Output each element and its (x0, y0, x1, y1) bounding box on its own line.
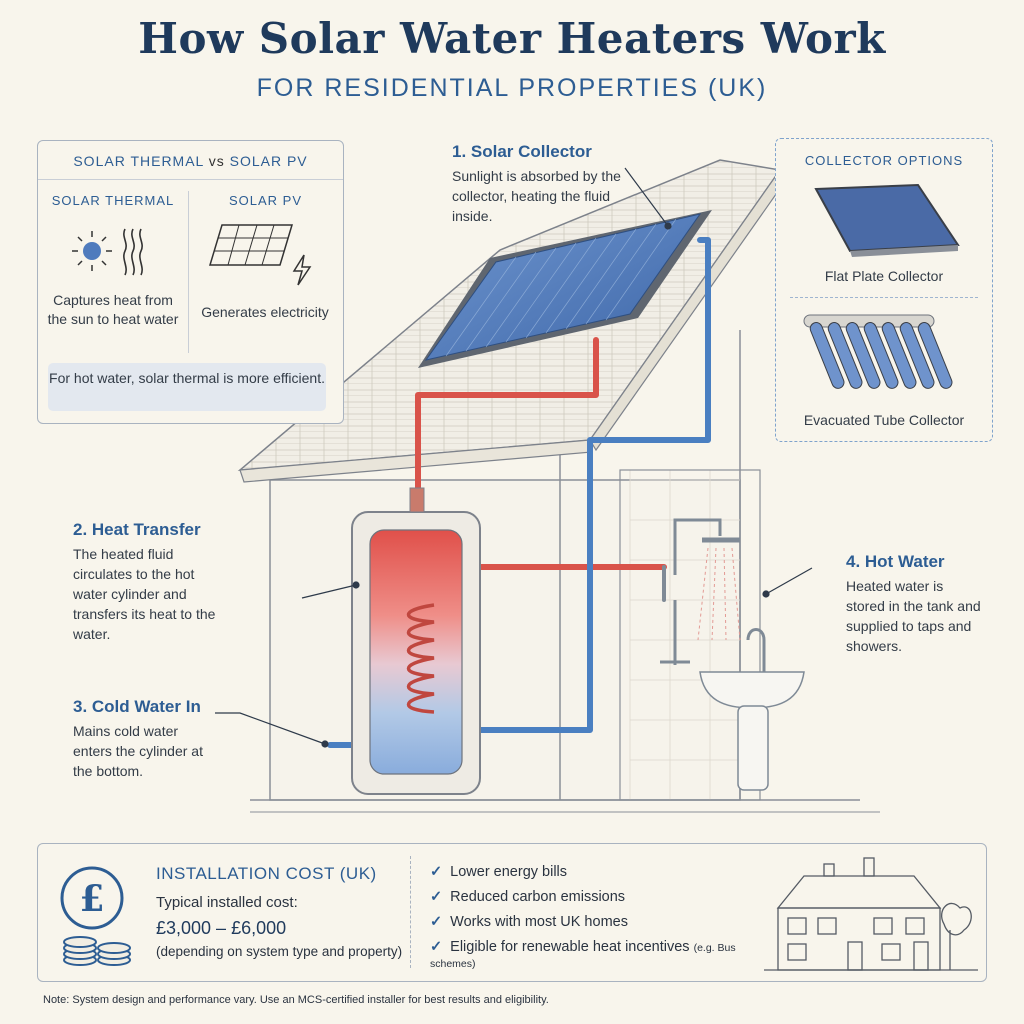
step-1-title: 1. Solar Collector (452, 142, 592, 161)
page-subtitle: FOR RESIDENTIAL PROPERTIES (UK) (256, 74, 768, 102)
solar-panel-icon (208, 224, 294, 266)
footnote: Note: System design and performance vary… (43, 994, 549, 1006)
shower (660, 518, 740, 665)
solar-collector-panel (418, 210, 712, 368)
step-4: 4. Hot Water Heated water is stored in t… (846, 552, 986, 656)
cost-note: (depending on system type and property) (156, 944, 403, 959)
comparison-divider (38, 179, 343, 180)
hot-water-cylinder (351, 487, 481, 795)
check-icon: ✓ (430, 864, 443, 880)
pv-description: Generates electricity (201, 304, 329, 320)
comparison-heading-vs: vs (208, 153, 225, 169)
leader-lines (215, 167, 813, 748)
comparison-heading: SOLAR THERMAL vs SOLAR PV (38, 153, 343, 169)
comparison-column-divider (188, 191, 189, 353)
cost-divider (410, 856, 411, 968)
benefit-text: Eligible for renewable heat incentives (450, 939, 690, 955)
benefit-text: Reduced carbon emissions (450, 889, 626, 905)
comparison-heading-left: SOLAR THERMAL (73, 153, 204, 169)
benefit-item: ✓ Reduced carbon emissions (430, 889, 770, 914)
step-2-title: 2. Heat Transfer (73, 520, 201, 539)
thermal-label: SOLAR THERMAL (51, 193, 175, 208)
step-4-title: 4. Hot Water (846, 552, 945, 571)
hot-pipe (415, 337, 667, 570)
benefit-item: ✓Eligible for renewable heat incentives … (430, 939, 770, 970)
cost-line: Typical installed cost: (156, 894, 298, 911)
sun-icon (72, 231, 112, 271)
benefit-text: Lower energy bills (450, 864, 568, 880)
cost-range: £3,000 – £6,000 (156, 918, 287, 938)
coins-icon (63, 936, 131, 966)
step-2-text: The heated fluid circulates to the hot w… (73, 546, 216, 642)
sink (699, 628, 805, 791)
pv-label: SOLAR PV (228, 193, 303, 208)
benefit-small-note: (e.g. Bus schemes) (430, 942, 736, 970)
benefit-text: Works with most UK homes (450, 914, 628, 930)
step-3: 3. Cold Water In Mains cold water enters… (73, 697, 213, 781)
comparison-heading-right: SOLAR PV (229, 153, 308, 169)
collector-options-heading: COLLECTOR OPTIONS (804, 153, 964, 168)
evacuated-tube-collector-icon (803, 314, 953, 389)
pound-glyph: £ (79, 878, 104, 920)
step-3-title: 3. Cold Water In (73, 697, 201, 716)
floor (250, 799, 880, 813)
step-1: 1. Solar Collector Sunlight is absorbed … (452, 142, 652, 226)
benefit-item: ✓ Lower energy bills (430, 864, 770, 889)
heat-waves-icon (123, 228, 143, 276)
lightning-icon (292, 254, 312, 286)
comparison-panel: SOLAR THERMAL vs SOLAR PV SOLAR THERMAL … (37, 140, 344, 424)
cost-heading: INSTALLATION COST (UK) (156, 864, 377, 883)
thermal-description: Captures heat from the sun to heat water (47, 292, 179, 327)
collector-options-panel: COLLECTOR OPTIONS Flat Plate Collector E… (775, 138, 993, 442)
collector-divider (790, 297, 978, 298)
evacuated-tube-label: Evacuated Tube Collector (803, 412, 965, 428)
pound-icon: £ (60, 866, 131, 966)
step-1-text: Sunlight is absorbed by the collector, h… (452, 168, 621, 224)
step-4-text: Heated water is stored in the tank and s… (846, 578, 981, 654)
house-icon (764, 857, 978, 971)
check-icon: ✓ (430, 889, 443, 905)
comparison-note: For hot water, solar thermal is more eff… (48, 363, 326, 411)
step-2: 2. Heat Transfer The heated fluid circul… (73, 520, 231, 644)
flat-plate-label: Flat Plate Collector (824, 268, 944, 284)
step-3-text: Mains cold water enters the cylinder at … (73, 723, 203, 779)
benefits-list: ✓ Lower energy bills ✓ Reduced carbon emis… (430, 864, 770, 970)
page-title: How Solar Water Heaters Work (138, 14, 886, 63)
check-icon: ✓ (430, 939, 443, 955)
benefit-item: ✓ Works with most UK homes (430, 914, 770, 939)
cost-panel: £ INSTALLATION COST (UK) Typical install… (37, 843, 987, 982)
flat-plate-collector-icon (814, 183, 960, 257)
check-icon: ✓ (430, 914, 443, 930)
